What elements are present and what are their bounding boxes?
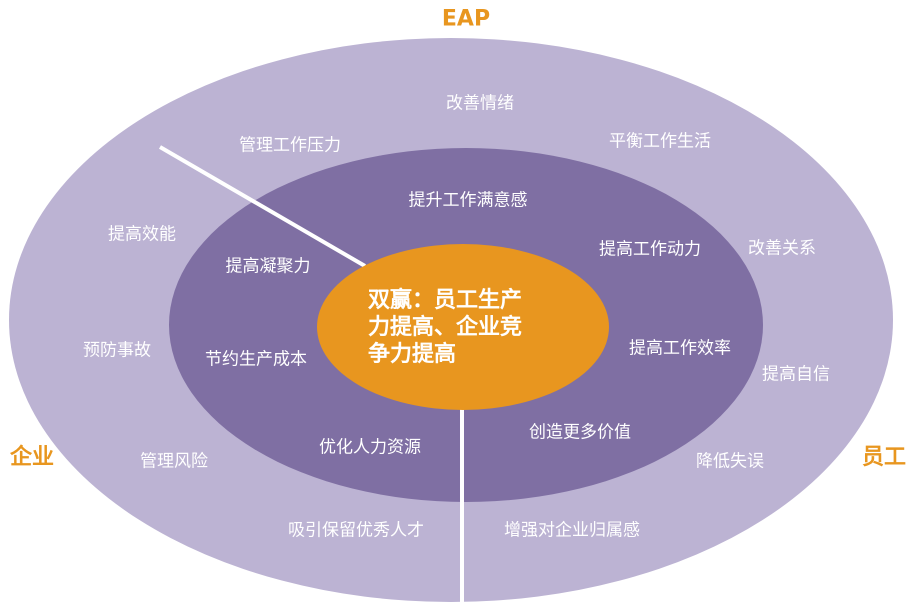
inner-item: 提升工作满意感 (408, 190, 528, 211)
divider-line (158, 145, 367, 268)
inner-item: 提高凝聚力 (225, 256, 311, 277)
outer-item: 管理工作压力 (239, 135, 341, 156)
outer-item: 改善情绪 (446, 93, 514, 114)
eap-title: EAP (441, 6, 491, 32)
inner-item: 创造更多价值 (529, 422, 631, 443)
outer-item: 降低失误 (696, 451, 764, 472)
center-text: 双赢：员工生产 力提高、企业竞 争力提高 (368, 287, 578, 368)
inner-item: 提高工作动力 (599, 239, 701, 260)
outer-item: 管理风险 (140, 451, 208, 472)
outer-item: 提高效能 (108, 224, 176, 245)
center-ellipse (317, 244, 609, 410)
center-line: 争力提高 (368, 342, 457, 367)
inner-item: 提高工作效率 (629, 338, 731, 359)
outer-item: 平衡工作生活 (609, 131, 711, 152)
outer-item: 改善关系 (748, 238, 816, 259)
outer-item: 提高自信 (762, 364, 830, 385)
outer-item: 吸引保留优秀人才 (288, 520, 424, 541)
employee-label: 员工 (861, 445, 907, 470)
inner-item: 节约生产成本 (205, 349, 307, 370)
enterprise-label: 企业 (9, 445, 55, 470)
center-line: 双赢：员工生产 (368, 288, 523, 313)
outer-item: 预防事故 (83, 340, 151, 361)
outer-item: 增强对企业归属感 (504, 520, 640, 541)
center-line: 力提高、企业竞 (368, 315, 523, 340)
inner-item: 优化人力资源 (319, 437, 421, 458)
